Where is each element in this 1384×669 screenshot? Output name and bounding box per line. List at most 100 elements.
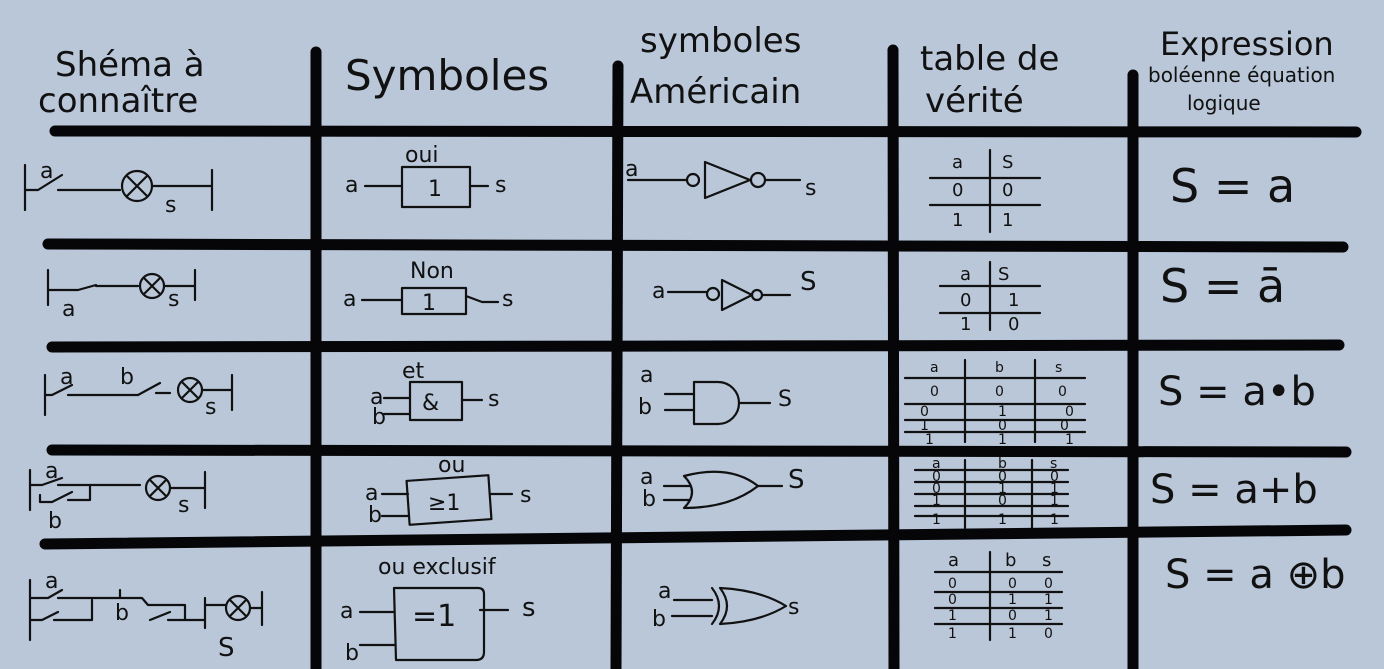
- tt-r3-b: 0: [1008, 608, 1017, 624]
- tt-r4-b: 1: [1008, 626, 1017, 642]
- tt-r2-b: 1: [1008, 592, 1017, 608]
- american-ou: a b S: [640, 465, 805, 512]
- tt-header-a: a: [948, 550, 959, 571]
- expression-ou: S = a+b: [1150, 467, 1318, 513]
- tt-header-b: b: [1005, 550, 1016, 571]
- schema-label-a: a: [40, 159, 53, 184]
- schema-non: a s: [46, 268, 197, 322]
- header-truth-line1: table de: [920, 39, 1059, 79]
- truth-table-et: a b s 0 0 0 0 1 0 1 0 0 1 1 1: [903, 358, 1087, 448]
- tt-r1-s: 1: [1008, 290, 1019, 311]
- tt-r2-a: 1: [952, 210, 963, 231]
- symbol-input-b: b: [372, 405, 386, 430]
- schema-label-s: s: [165, 193, 176, 218]
- tt-r4-a: 1: [925, 432, 934, 448]
- american-input-b: b: [642, 487, 656, 512]
- header-american-line2: Américain: [630, 72, 801, 112]
- american-non: a S: [652, 267, 817, 312]
- tt-r1-a: 0: [952, 180, 963, 201]
- tt-r4-s: 1: [1065, 432, 1074, 448]
- header-schema-line1: Shéma à: [55, 45, 205, 85]
- schema-label-b: b: [48, 509, 62, 534]
- symbol-output: s: [520, 483, 531, 508]
- symbol-et: et a b & s: [370, 359, 499, 430]
- schema-label-a: a: [45, 569, 58, 594]
- symbol-output: s: [488, 387, 499, 412]
- symbol-input-a: a: [365, 481, 378, 506]
- tt-r3-b: 0: [998, 493, 1007, 509]
- american-output: s: [788, 595, 799, 620]
- grid-line-row4: [39, 524, 1352, 550]
- symbol-output: s: [522, 593, 536, 623]
- tt-header-s: s: [1055, 360, 1062, 376]
- symbol-input-a: a: [340, 599, 353, 624]
- truth-table-ou-exclusif: a b s 0 0 0 0 1 1 1 0 1 1 1 0: [933, 550, 1064, 642]
- tt-r2-a: 0: [948, 592, 957, 608]
- schema-ou: a b s: [28, 459, 207, 534]
- schema-label-b: b: [120, 365, 134, 390]
- tt-r3-a: 1: [932, 493, 941, 509]
- tt-r4-a: 1: [948, 626, 957, 642]
- schema-label-s: s: [205, 395, 216, 420]
- tt-header-a: a: [932, 456, 941, 472]
- symbol-input-b: b: [345, 641, 359, 666]
- tt-r3-s: 1: [1050, 493, 1059, 509]
- header-expression-line3: logique: [1187, 91, 1261, 115]
- tt-r1-b: 0: [998, 469, 1007, 485]
- american-ou-exclusif: a b s: [652, 579, 799, 632]
- symbol-output: s: [495, 173, 506, 198]
- american-input-a: a: [640, 465, 653, 490]
- schema-label-s: s: [168, 287, 179, 312]
- american-oui: a s: [625, 157, 816, 201]
- tt-r3-s: 0: [1060, 418, 1069, 434]
- symbol-box-text: ≥1: [428, 491, 460, 516]
- symbol-oui: oui a 1 s: [345, 143, 506, 209]
- tt-r2-s: 1: [1050, 481, 1059, 497]
- tt-r4-s: 1: [1050, 512, 1059, 528]
- truth-table-ou: a b s 0 0 0 0 1 1 1 0 1 1 1 1: [913, 456, 1070, 530]
- header-row: Shéma à connaître Symboles symboles Amér…: [38, 21, 1335, 121]
- expression-non: S = ā: [1160, 259, 1285, 313]
- header-symbols: Symboles: [345, 51, 549, 100]
- grid-line-header: [49, 125, 1362, 138]
- tt-r4-b: 1: [998, 432, 1007, 448]
- tt-header-s: s: [1042, 550, 1051, 571]
- schema-ou-exclusif: a b S: [28, 569, 264, 663]
- symbol-input-a: a: [343, 287, 356, 312]
- american-output: S: [800, 267, 817, 297]
- symbol-non: Non a 1 s: [343, 259, 513, 316]
- header-expression-line2: boléenne équation: [1148, 63, 1335, 87]
- row-non: a s Non a 1 s a S a S 0 1 1 0: [46, 259, 1285, 335]
- truth-table-oui: a S 0 0 1 1: [928, 148, 1042, 234]
- schema-oui: a s: [23, 159, 214, 218]
- tt-header-a: a: [930, 360, 939, 376]
- tt-r1-s: 0: [1002, 180, 1013, 201]
- tt-header-b: b: [998, 456, 1007, 472]
- grid-col-3: [887, 44, 900, 669]
- header-american-line1: symboles: [640, 21, 801, 61]
- grid-col-2: [610, 60, 624, 669]
- expression-et: S = a•b: [1158, 369, 1316, 415]
- expression-oui: S = a: [1170, 159, 1295, 213]
- tt-r1-a: 0: [960, 290, 971, 311]
- symbol-input-b: b: [368, 503, 382, 528]
- tt-r1-a: 0: [932, 469, 941, 485]
- symbol-ou-exclusif: ou exclusif a b =1 s: [340, 555, 536, 666]
- tt-r2-a: 0: [920, 404, 929, 420]
- american-input-a: a: [652, 279, 665, 304]
- symbol-name: oui: [405, 143, 439, 168]
- tt-r1-a: 0: [930, 384, 939, 400]
- symbol-box-text: &: [422, 391, 439, 416]
- row-ou: a b s ou a b ≥1 s a b S a b s 0 0: [28, 453, 1318, 534]
- american-input-b: b: [652, 607, 666, 632]
- tt-r1-b: 0: [995, 384, 1004, 400]
- schema-label-a: a: [45, 459, 58, 484]
- tt-header-a: a: [960, 264, 971, 285]
- schema-label-b: b: [115, 601, 129, 626]
- row-oui: a s oui a 1 s a s a S 0 0 1 1: [23, 143, 1295, 234]
- schema-label-s: s: [178, 493, 189, 518]
- row-et: a b s et a b & s a b S a b s 0 0: [43, 358, 1316, 448]
- tt-r1-s: 0: [1050, 469, 1059, 485]
- symbol-input-a: a: [345, 173, 358, 198]
